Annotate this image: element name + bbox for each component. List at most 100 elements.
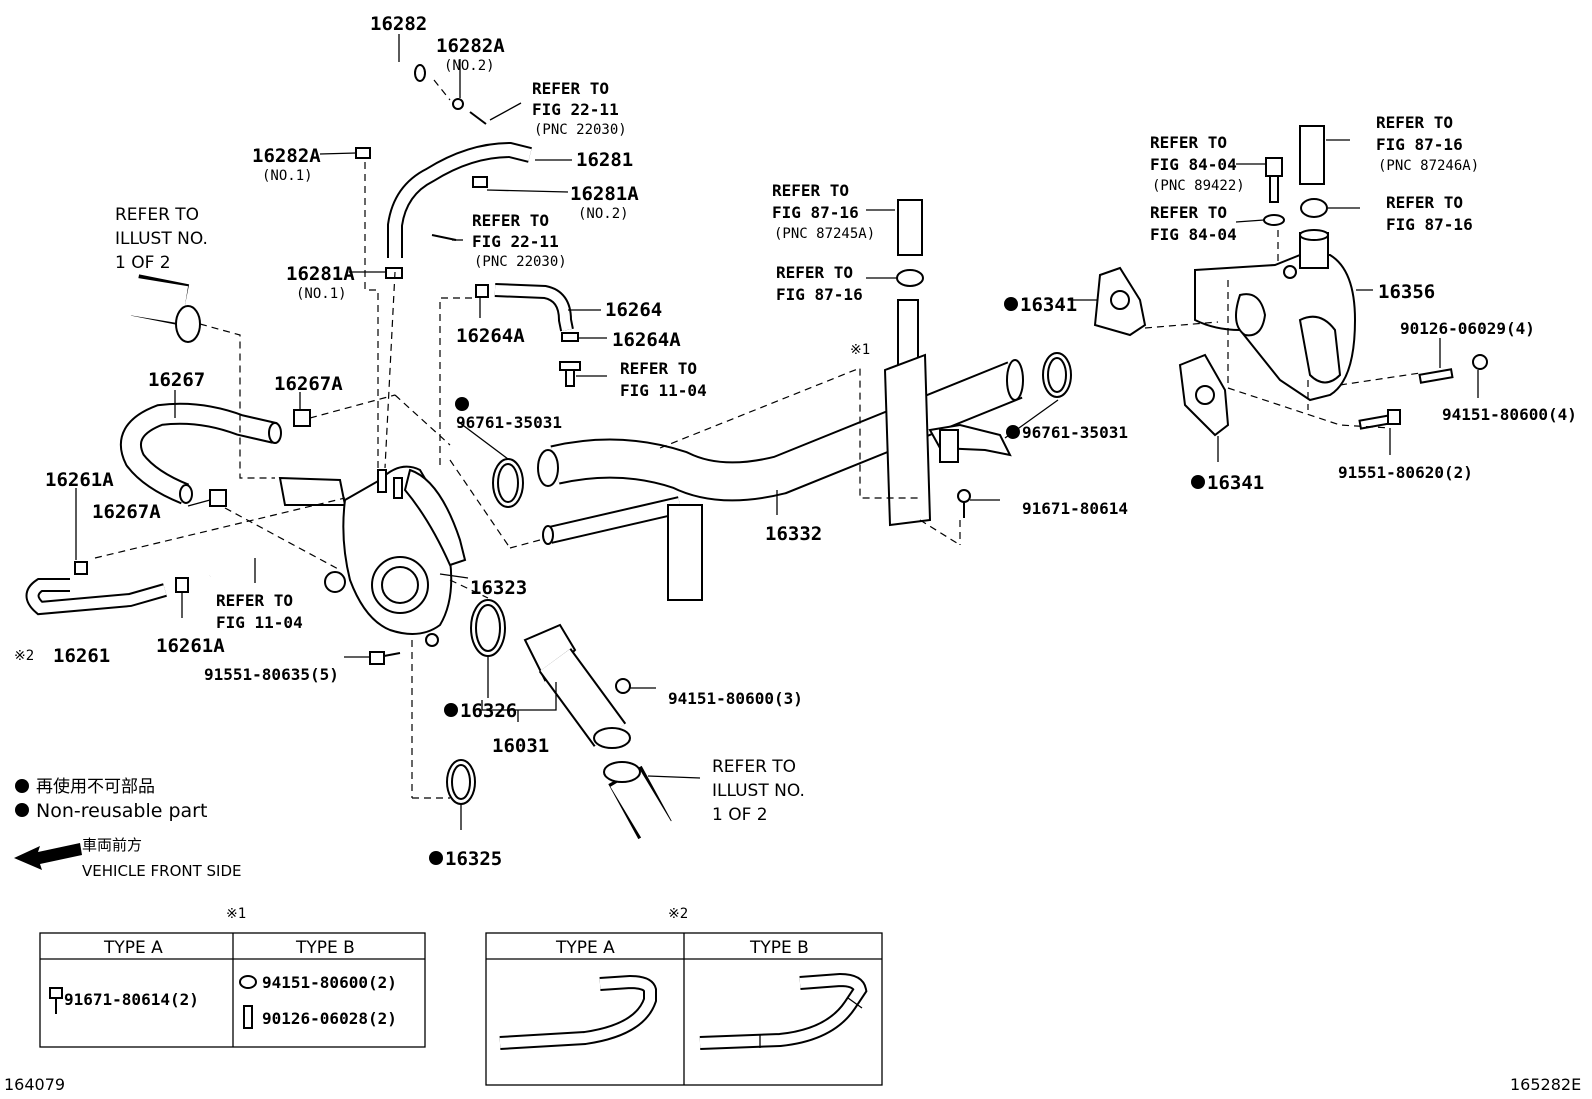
label-16267: 16267 [148,369,205,391]
table1-a-part: 91671-80614(2) [64,990,199,1009]
legend-front-en: VEHICLE FRONT SIDE [82,862,242,880]
label-no1-b: (NO.1) [296,286,347,302]
label-ref-87-16-d-1: REFER TO [1386,193,1463,212]
label-ref-11-04-a-1: REFER TO [620,359,697,378]
table1-mark: ※1 [226,906,246,922]
hose-16261 [25,561,256,616]
type-table-2: ※2 TYPE A TYPE B [485,906,883,1086]
label-94151-4: 94151-80600(4) [1442,405,1577,424]
hose-16264 [475,283,581,387]
label-no2-a: (NO.2) [444,58,495,74]
thermostat-housing-16031 [523,623,631,749]
label-16264a-2: 16264A [612,329,681,351]
table1-type-b: TYPE B [295,938,355,958]
pipe-upper-left [126,274,201,343]
gasket-16341-top [1093,266,1147,337]
label-96761-1: 96761-35031 [456,413,562,432]
label-ref-11-04-b-2: FIG 11-04 [216,613,303,632]
label-16325: 16325 [445,848,502,870]
label-ref-84-04-a-3: (PNC 89422) [1152,178,1245,194]
label-16261: 16261 [53,645,110,667]
label-16326: 16326 [460,700,517,722]
stud-icon [243,1005,253,1029]
label-16281a-no2: 16281A [570,183,639,205]
label-no2-b: (NO.2) [578,206,629,222]
water-outlet-16323 [278,465,467,647]
leader-lines [75,34,1479,830]
water-inlet-16356 [1194,229,1357,402]
label-ref-87-16-d-2: FIG 87-16 [1386,215,1473,234]
label-ref-22-11-b-1: REFER TO [472,211,549,230]
label-ref-87-16-c-1: REFER TO [1376,113,1453,132]
label-ref-22-11-b-3: (PNC 22030) [474,254,567,270]
hose-type-b [699,972,868,1050]
label-refer-illust-1-1: REFER TO [115,205,199,225]
label-refer-illust-2-2: ILLUST NO. [712,781,805,801]
gasket-16341-bottom [1178,353,1230,437]
label-refer-illust-1-3: 1 OF 2 [115,253,171,273]
label-16267a-1: 16267A [274,373,343,395]
bolt-91551-80635 [369,651,401,665]
label-16341-2: 16341 [1207,472,1264,494]
table2-type-a: TYPE A [555,938,615,958]
nut-icon [239,975,257,989]
clamp-16282a-no1 [355,147,371,159]
footer-right-id: 165282E [1510,1075,1581,1094]
label-91551-2: 91551-80620(2) [1338,463,1473,482]
pipe-lower [603,761,675,845]
bolt-icon [49,987,63,999]
label-16261a-1: 16261A [45,469,114,491]
label-ref-22-11-a-1: REFER TO [532,79,609,98]
label-ref-11-04-b-1: REFER TO [216,591,293,610]
label-16281: 16281 [576,149,633,171]
hose-16282 [354,61,487,142]
nonreusable-dot-96761-1 [455,397,469,411]
label-ref-87-16-a-2: FIG 87-16 [772,203,859,222]
label-ref-87-16-a-3: (PNC 87245A) [774,226,875,242]
nonreusable-dot-16341-1 [1004,297,1018,311]
stud-nut-bolt-right [1358,354,1488,430]
hose-16281 [385,141,532,279]
label-16264a-1: 16264A [456,325,525,347]
nonreusable-dot-96761-2 [1006,425,1020,439]
label-16323: 16323 [470,577,527,599]
temp-sensor [1263,157,1285,226]
label-ref-84-04-a-2: FIG 84-04 [1150,155,1237,174]
dashed-lines [94,79,1421,799]
label-16264: 16264 [605,299,662,321]
legend-nonreusable-jp: 再使用不可部品 [36,776,155,797]
label-ref-22-11-b-2: FIG 22-11 [472,232,559,251]
label-ref-84-04-a-1: REFER TO [1150,133,1227,152]
label-16282a-no2: 16282A [436,35,505,57]
label-91671: 91671-80614 [1022,499,1128,518]
nonreusable-legend-dot-en [15,803,29,817]
label-mark1-top: ※1 [850,342,870,358]
label-16261a-2: 16261A [156,635,225,657]
table1-type-a: TYPE A [103,938,163,958]
label-16281a-no1: 16281A [286,263,355,285]
label-16341-1: 16341 [1020,294,1077,316]
label-ref-87-16-b-1: REFER TO [776,263,853,282]
label-16031: 16031 [492,735,549,757]
table2-mark: ※2 [668,906,688,922]
label-refer-illust-2-3: 1 OF 2 [712,805,768,825]
hose-87-16-left [896,199,924,287]
hose-87-16-right [1299,125,1328,218]
label-ref-22-11-a-2: FIG 22-11 [532,100,619,119]
label-16282a-no1: 16282A [252,145,321,167]
label-94151-3: 94151-80600(3) [668,689,803,708]
label-no1-a: (NO.1) [262,168,313,184]
label-16267a-2: 16267A [92,501,161,523]
label-90126-4: 90126-06029(4) [1400,319,1535,338]
type-table-1: ※1 TYPE A TYPE B 91671-80614(2) 94151-80… [39,906,426,1048]
nonreusable-dot-16325 [429,851,443,865]
callout-labels: 16282 16282A (NO.2) REFER TO FIG 22-11 (… [14,13,1577,870]
hose-16267 [120,402,311,507]
o-rings [446,352,1072,805]
table1-b-part2: 90126-06028(2) [262,1009,397,1028]
nonreusable-dot-16341-2 [1191,475,1205,489]
label-16332: 16332 [765,523,822,545]
label-ref-87-16-c-3: (PNC 87246A) [1378,158,1479,174]
label-refer-illust-2-1: REFER TO [712,757,796,777]
